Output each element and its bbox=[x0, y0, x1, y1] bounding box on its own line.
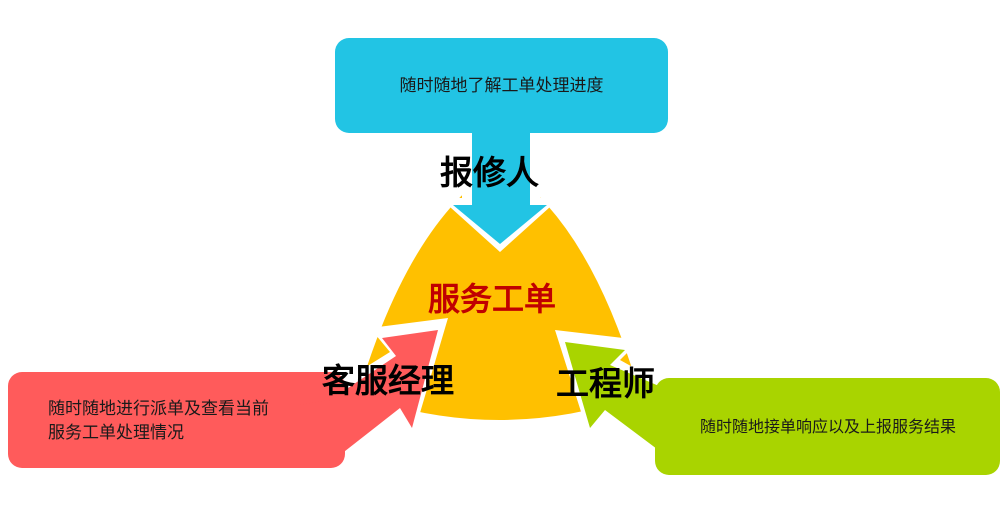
cs-manager-description-line-1: 随时随地进行派单及查看当前 bbox=[48, 399, 269, 419]
engineer-arrow bbox=[565, 342, 700, 455]
reporter-box-group bbox=[335, 38, 668, 252]
cs-manager-arrow bbox=[300, 330, 438, 455]
reporter-label: 报修人 bbox=[440, 153, 539, 192]
reporter-box bbox=[335, 38, 668, 133]
cs-manager-box bbox=[8, 372, 345, 468]
engineer-description: 随时随地接单响应以及上报服务结果 bbox=[699, 417, 956, 436]
cs-manager-box-group bbox=[8, 318, 448, 468]
engineer-box-group bbox=[555, 330, 1000, 475]
reporter-arrow bbox=[453, 125, 547, 244]
reporter-description: 随时随地了解工单处理进度 bbox=[399, 76, 604, 96]
cs-manager-label: 客服经理 bbox=[322, 361, 454, 400]
cs-manager-description: 随时随地进行派单及查看当前 服务工单处理情况 bbox=[48, 397, 348, 445]
service-ticket-label: 服务工单 bbox=[428, 280, 557, 318]
cs-manager-description-line-2: 服务工单处理情况 bbox=[48, 423, 184, 443]
engineer-label: 工程师 bbox=[556, 364, 655, 403]
engineer-box bbox=[655, 378, 1000, 475]
